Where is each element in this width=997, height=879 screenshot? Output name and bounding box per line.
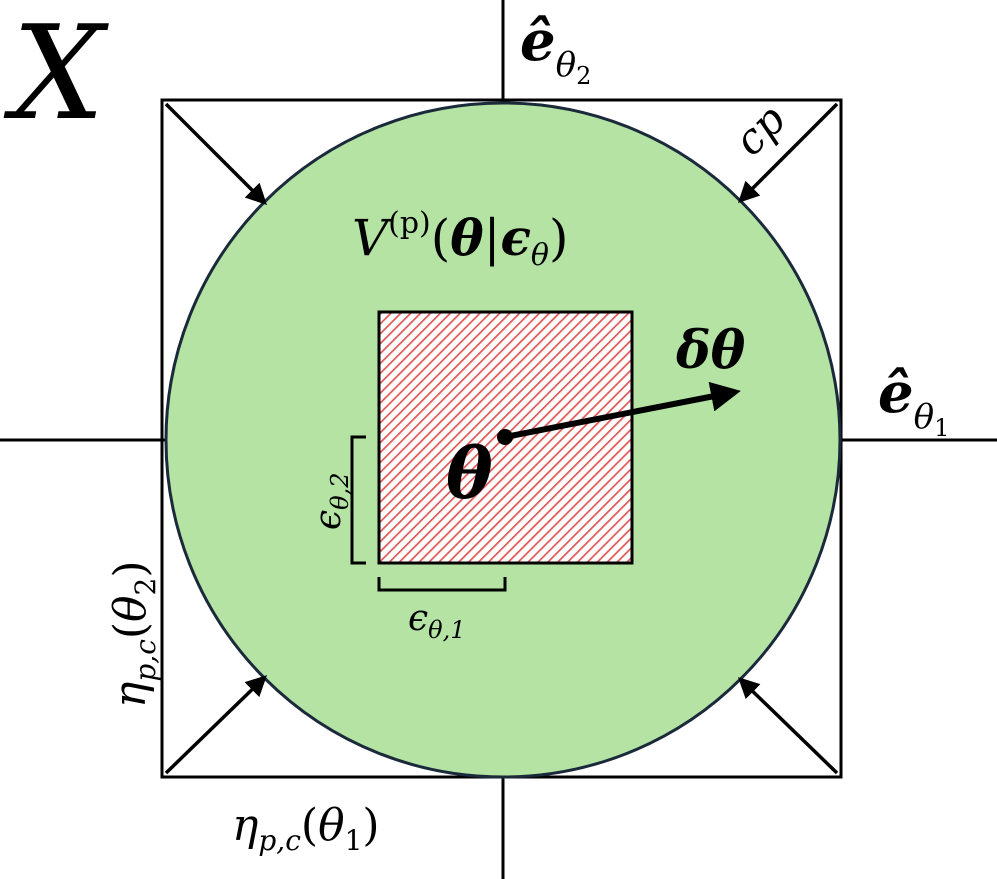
axis-theta1-label: êθ1	[878, 360, 949, 442]
corner-arrow-top-right	[738, 102, 839, 203]
step-arrow	[504, 381, 741, 440]
step-label: δθ	[675, 320, 746, 381]
eps2-bracket	[350, 435, 366, 565]
eps1-bracket	[377, 577, 507, 592]
corner-arrow-bottom-left	[164, 675, 268, 775]
corner-arrow-top-left	[164, 102, 267, 205]
center-label: θ	[446, 432, 493, 515]
axis-theta2-label: êθ2	[520, 8, 591, 90]
eps1-label: ϵθ,1	[408, 598, 466, 644]
eta-theta2-label: ηp,c(θ2)	[105, 560, 162, 708]
eps2-label: ϵθ,2	[308, 472, 354, 530]
corner-arrow-bottom-right	[737, 677, 839, 775]
center-point	[497, 429, 513, 445]
eta-theta1-label: ηp,c(θ1)	[232, 800, 380, 857]
space-symbol: X	[3, 0, 109, 149]
region-label: V(p)(θ|ϵθ)	[352, 206, 569, 273]
